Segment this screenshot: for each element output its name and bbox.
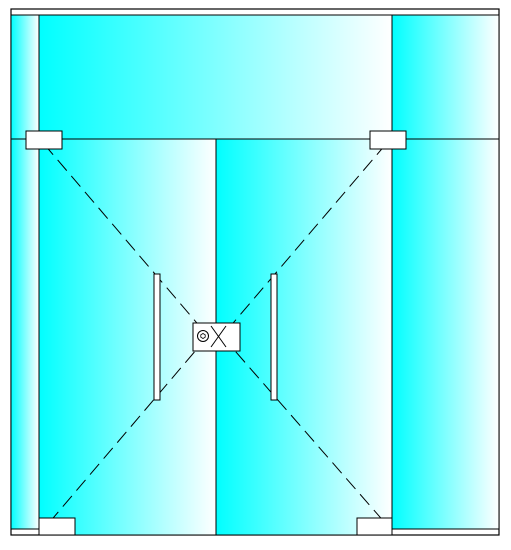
top-right-patch-fitting xyxy=(369,130,407,150)
right-pull-handle xyxy=(270,273,278,401)
bottom-right-patch-fitting xyxy=(356,517,393,536)
left-side-panel xyxy=(10,14,40,530)
bottom-left-patch-fitting xyxy=(38,517,76,536)
right-side-panel xyxy=(391,14,500,530)
lock-icon xyxy=(197,330,209,342)
left-leaf-dash-top xyxy=(43,143,209,337)
lock-housing xyxy=(192,322,241,352)
opening-direction-lines xyxy=(43,143,387,525)
center-lock-box xyxy=(192,322,241,352)
lock-cross-icon xyxy=(210,325,227,348)
transom-panel xyxy=(38,14,393,140)
right-door-leaf xyxy=(215,138,393,536)
left-pull-handle xyxy=(153,273,161,401)
left-door-leaf xyxy=(38,138,217,536)
top-left-patch-fitting xyxy=(25,130,63,150)
right-leaf-dash-top xyxy=(221,143,387,337)
